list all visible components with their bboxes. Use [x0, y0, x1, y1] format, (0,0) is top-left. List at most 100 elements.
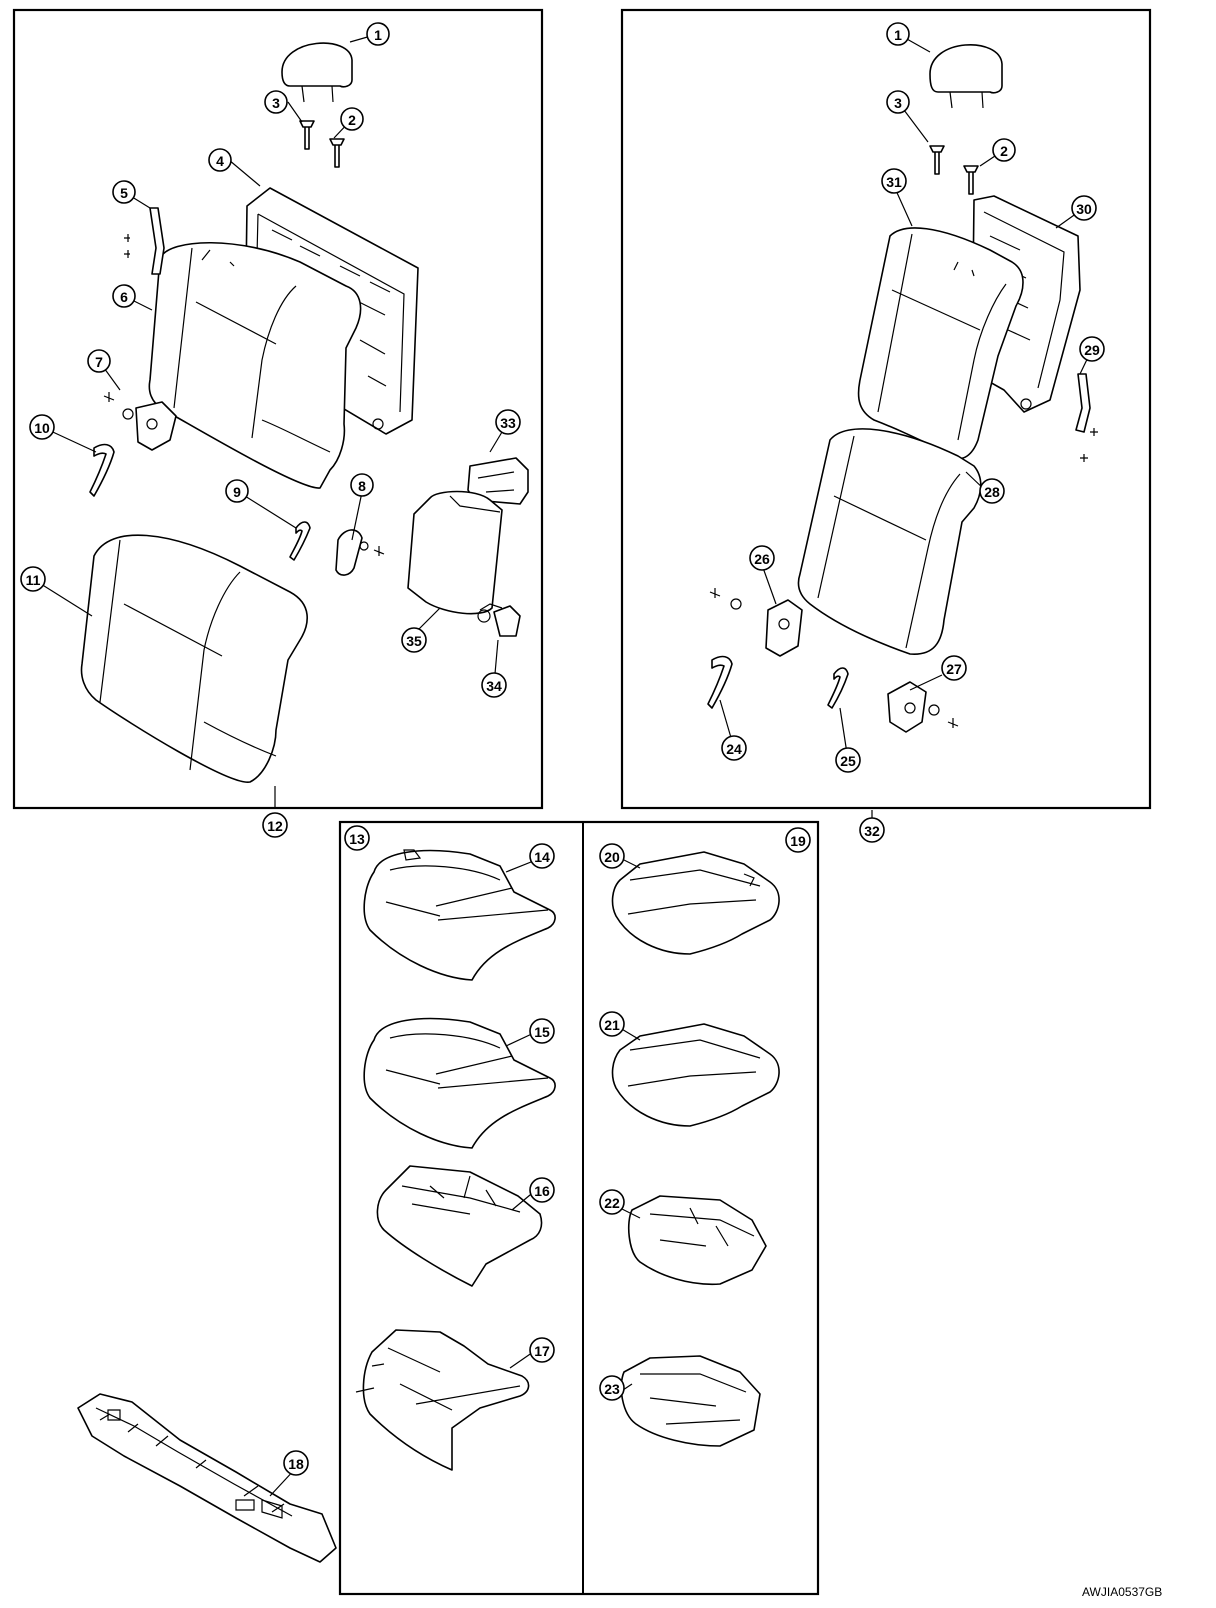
cushion-frame-17 — [355, 1329, 530, 1471]
wire-harness-10 — [89, 443, 115, 497]
seatback-pad-left — [148, 241, 362, 489]
svg-text:5: 5 — [120, 185, 128, 201]
callout-8: 8 — [350, 473, 374, 497]
callout-5: 5 — [112, 180, 136, 204]
cushion-pad-16 — [376, 1165, 543, 1287]
callout-35: 35 — [401, 627, 427, 653]
seatback-cover-28 — [797, 428, 982, 655]
svg-text:21: 21 — [604, 1017, 620, 1033]
svg-text:11: 11 — [26, 572, 41, 588]
latch-cable-right — [1075, 373, 1098, 462]
svg-text:14: 14 — [534, 849, 550, 865]
headrest-guide-left — [299, 120, 345, 168]
callout-7: 7 — [87, 349, 111, 373]
svg-text:25: 25 — [840, 753, 856, 769]
callout-16: 16 — [529, 1177, 555, 1203]
svg-text:3: 3 — [272, 95, 280, 111]
cushion-assembly-frame — [338, 820, 820, 1596]
svg-text:3: 3 — [894, 95, 902, 111]
callout-1-right: 1 — [886, 22, 910, 46]
hinge-bracket-right-27 — [887, 681, 959, 733]
latch-cable-left — [124, 207, 165, 275]
svg-text:18: 18 — [288, 1456, 304, 1472]
callout-23: 23 — [599, 1375, 625, 1401]
cushion-cover-21 — [611, 1023, 780, 1127]
cushion-frame-23 — [620, 1355, 761, 1447]
svg-text:1: 1 — [894, 27, 902, 43]
cushion-cover-15 — [363, 1017, 556, 1149]
svg-text:27: 27 — [946, 661, 962, 677]
callout-26: 26 — [749, 545, 775, 571]
svg-text:10: 10 — [34, 420, 50, 436]
headrest-guide-right — [929, 145, 979, 195]
callout-21: 21 — [599, 1011, 625, 1037]
seatback-frame-right — [971, 195, 1081, 413]
left-seatback-assembly-frame — [12, 8, 544, 810]
callout-3-right: 3 — [886, 90, 910, 114]
callout-25: 25 — [835, 747, 861, 773]
callout-12: 12 — [262, 812, 288, 838]
seatback-cover-11 — [80, 534, 308, 783]
callout-33: 33 — [495, 409, 521, 435]
svg-text:33: 33 — [500, 415, 516, 431]
figure-code: AWJIA0537GB — [1082, 1585, 1162, 1599]
svg-text:15: 15 — [534, 1024, 550, 1040]
svg-text:2: 2 — [1000, 143, 1008, 159]
seatback-pad-right — [857, 227, 1024, 460]
callout-28: 28 — [979, 478, 1005, 504]
callout-3-left: 3 — [264, 90, 288, 114]
svg-text:34: 34 — [486, 678, 502, 694]
svg-text:8: 8 — [358, 478, 366, 494]
right-seatback-assembly-frame — [620, 8, 1152, 810]
callout-13: 13 — [344, 825, 370, 851]
armrest-cover-34 — [477, 605, 521, 637]
svg-text:17: 17 — [534, 1343, 550, 1359]
svg-text:22: 22 — [604, 1195, 620, 1211]
svg-text:2: 2 — [348, 112, 356, 128]
svg-text:23: 23 — [604, 1381, 620, 1397]
wire-harness-25 — [827, 667, 849, 709]
callout-19: 19 — [785, 827, 811, 853]
callout-30: 30 — [1071, 195, 1097, 221]
wire-harness-24 — [707, 655, 733, 709]
svg-text:28: 28 — [984, 484, 1000, 500]
svg-text:26: 26 — [754, 551, 770, 567]
svg-text:9: 9 — [233, 484, 241, 500]
svg-text:24: 24 — [726, 741, 742, 757]
callout-6: 6 — [112, 284, 136, 308]
svg-text:6: 6 — [120, 289, 128, 305]
callout-31: 31 — [881, 168, 907, 194]
hinge-bracket-left — [103, 392, 177, 451]
callout-15: 15 — [529, 1018, 555, 1044]
svg-text:1: 1 — [374, 27, 382, 43]
callout-2-left: 2 — [340, 107, 364, 131]
cushion-cover-14 — [363, 849, 556, 981]
callout-17: 17 — [529, 1337, 555, 1363]
callout-9: 9 — [225, 479, 249, 503]
callout-24: 24 — [721, 735, 747, 761]
callout-2-right: 2 — [992, 138, 1016, 162]
svg-text:20: 20 — [604, 849, 620, 865]
headrest-left — [281, 42, 353, 103]
svg-text:12: 12 — [267, 818, 283, 834]
wire-harness-9 — [289, 521, 311, 561]
callout-22: 22 — [599, 1189, 625, 1215]
svg-text:31: 31 — [886, 174, 902, 190]
callout-14: 14 — [529, 843, 555, 869]
callout-34: 34 — [481, 672, 507, 698]
callout-27: 27 — [941, 655, 967, 681]
svg-text:32: 32 — [864, 823, 880, 839]
center-armrest-35 — [407, 490, 503, 615]
callout-11: 11 — [20, 566, 46, 592]
svg-text:30: 30 — [1076, 201, 1092, 217]
hinge-bracket-right-26 — [709, 588, 803, 657]
hinge-cover-8 — [335, 529, 385, 576]
seat-bracket-18 — [77, 1393, 337, 1563]
svg-text:35: 35 — [406, 633, 422, 649]
callout-29: 29 — [1079, 336, 1105, 362]
svg-text:29: 29 — [1084, 342, 1100, 358]
svg-text:16: 16 — [534, 1183, 550, 1199]
callout-10: 10 — [29, 414, 55, 440]
callout-1-left: 1 — [366, 22, 390, 46]
